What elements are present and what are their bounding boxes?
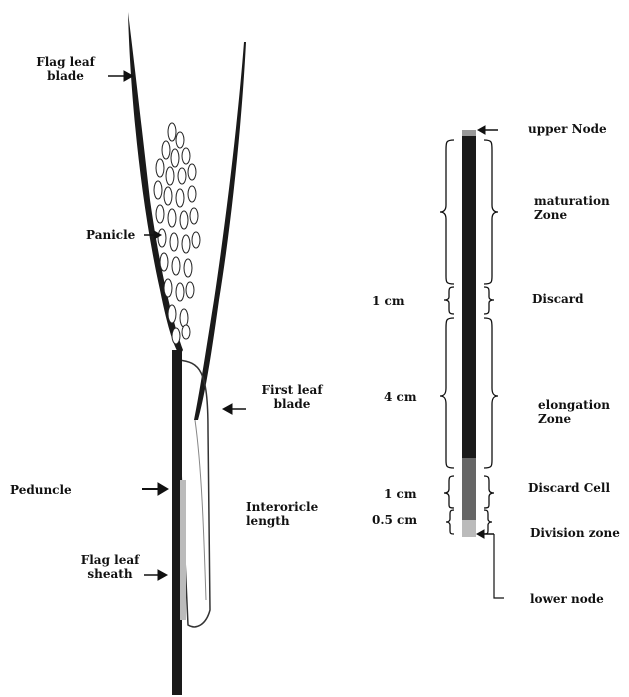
discard-cell-label: Discard Cell bbox=[528, 481, 610, 495]
upper-node-label: upper Node bbox=[528, 122, 607, 136]
flag-leaf-sheath-label: Flag leaf sheath bbox=[75, 553, 145, 581]
measure-elongation: 4 cm bbox=[384, 390, 417, 404]
panicle bbox=[154, 123, 200, 344]
arrow-icon-first-leaf-blade bbox=[223, 404, 246, 414]
first-leaf-blade-label: First leaf blade bbox=[252, 383, 332, 411]
peduncle-label: Peduncle bbox=[10, 483, 72, 497]
flag-leaf-blade-label: Flag leaf blade bbox=[28, 55, 103, 83]
arrow-icon-upper-node bbox=[478, 126, 498, 134]
first-leaf-blade bbox=[194, 42, 246, 420]
arrow-icon-flag-leaf-blade bbox=[108, 71, 133, 81]
maturation-zone-label: maturation Zone bbox=[534, 194, 610, 222]
measure-division: 0.5 cm bbox=[372, 513, 417, 527]
interoricle-length-label: Interoricle length bbox=[246, 500, 318, 528]
division-zone-label: Division zone bbox=[530, 526, 620, 540]
arrow-icon-flag-leaf-sheath bbox=[144, 570, 167, 580]
panicle-label: Panicle bbox=[86, 228, 135, 242]
lower-node-label: lower node bbox=[530, 592, 604, 606]
measure-discard-cell: 1 cm bbox=[384, 487, 417, 501]
elongation-zone-label: elongation Zone bbox=[538, 398, 610, 426]
measure-discard-top: 1 cm bbox=[372, 294, 405, 308]
lower-node-connector bbox=[494, 534, 504, 598]
brace-icon-right bbox=[484, 140, 498, 534]
arrow-icon-peduncle bbox=[142, 483, 168, 495]
discard-label: Discard bbox=[532, 292, 584, 306]
brace-icon-left bbox=[440, 140, 454, 534]
